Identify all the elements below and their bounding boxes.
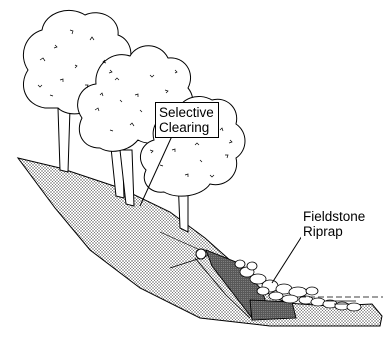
riprap-stones (234, 259, 362, 312)
fieldstone-riprap-leader (271, 235, 303, 284)
fieldstone-riprap-label-line-1: Fieldstone (303, 209, 366, 224)
boulder (195, 248, 207, 260)
selective-clearing-label-line-1: Selective (159, 105, 214, 120)
water-line (300, 296, 383, 305)
fieldstone-riprap-label-line-2: Riprap (303, 224, 343, 239)
tree-canopies (23, 10, 246, 197)
riprap-bedding-layer (205, 249, 297, 321)
callout-leaders (139, 135, 303, 284)
selective-clearing-label: Selective Clearing (155, 102, 219, 138)
selective-clearing-leader (139, 135, 173, 207)
fieldstone-riprap-label: Fieldstone Riprap (301, 208, 368, 240)
selective-clearing-label-line-2: Clearing (159, 120, 210, 135)
